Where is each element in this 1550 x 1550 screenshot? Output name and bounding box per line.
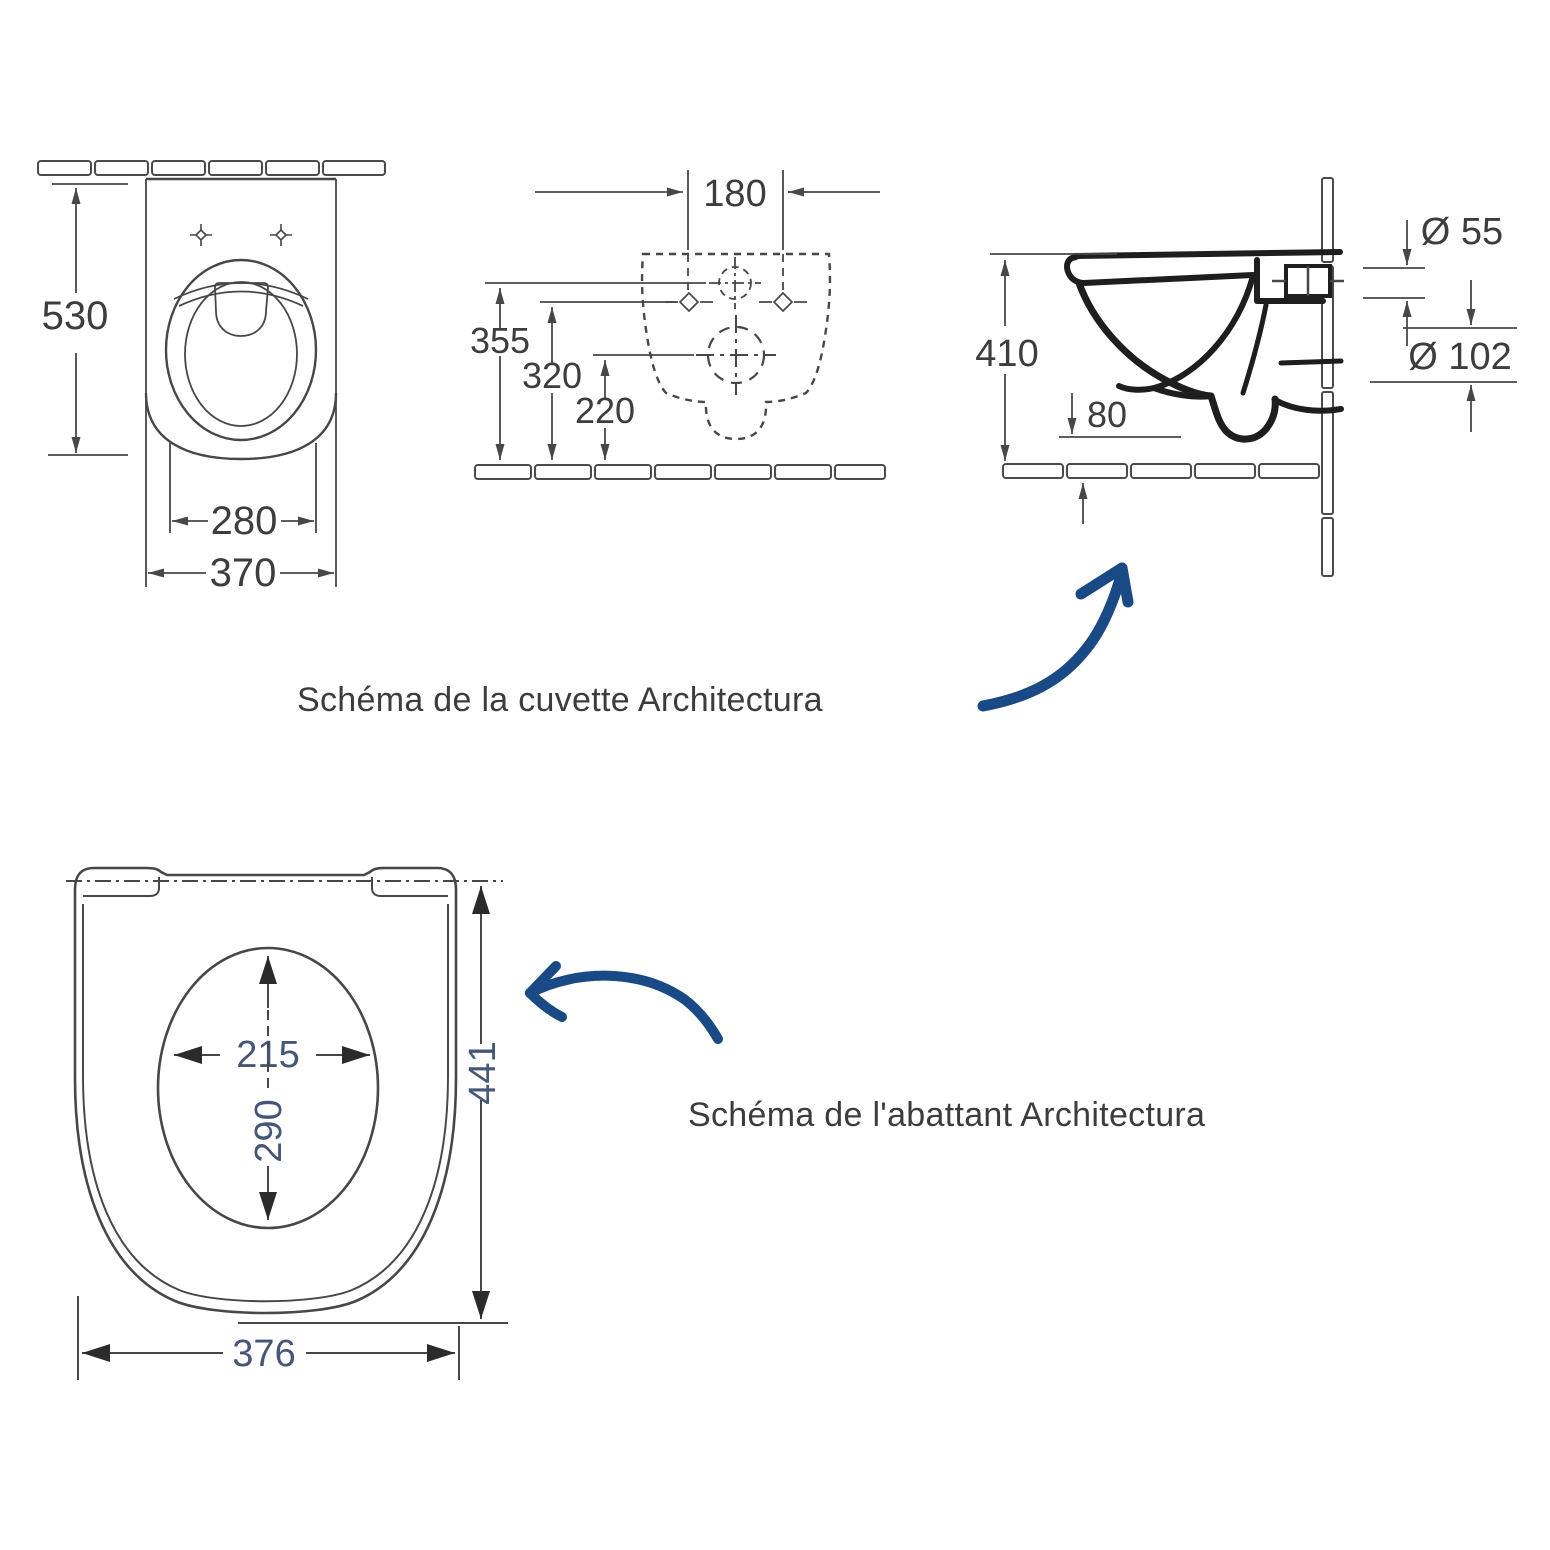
dim-80-label: 80	[1087, 394, 1127, 435]
dimension-530: 530	[42, 183, 128, 456]
dimension-441: 441	[238, 886, 508, 1324]
dimension-220: 220	[575, 354, 694, 460]
caption-cuvette: Schéma de la cuvette Architectura	[297, 681, 823, 719]
water-inlet-cross	[709, 257, 761, 309]
seat-ring	[164, 258, 318, 442]
fixing-hole-crosses	[665, 291, 807, 313]
floor-tiles	[474, 464, 886, 480]
dim-280-label: 280	[211, 499, 278, 543]
dimension-370: 370	[148, 551, 334, 595]
dim-320-label: 320	[522, 355, 582, 396]
seat-view-diagram: 215 290 441 376	[66, 866, 508, 1380]
side-view-diagram: 410 80 Ø 55 Ø 102	[975, 177, 1517, 577]
floor-tiles	[1002, 463, 1320, 479]
dim-220-label: 220	[575, 390, 635, 431]
outlet-cross	[696, 315, 776, 395]
dim-410-label: 410	[975, 333, 1038, 375]
dim-441-label: 441	[462, 1041, 504, 1104]
arrow-to-side-view	[977, 562, 1134, 712]
dim-d102-label: Ø 102	[1408, 336, 1512, 378]
dimension-376: 376	[77, 1296, 460, 1380]
dim-370-label: 370	[210, 551, 277, 595]
dimension-290: 290	[248, 956, 290, 1220]
dim-d55-label: Ø 55	[1421, 211, 1503, 253]
dim-530-label: 530	[42, 294, 109, 338]
dimension-280: 280	[169, 443, 317, 543]
bowl-top-view-diagram: 530 280 370	[37, 160, 386, 595]
dimension-355: 355	[470, 282, 706, 460]
dim-355-label: 355	[470, 320, 530, 361]
dimension-80: 80	[1059, 393, 1181, 524]
seat-opening	[156, 946, 380, 1230]
fixing-template-outline	[640, 252, 832, 441]
wall-tiles	[37, 160, 386, 176]
wall-section	[1321, 177, 1334, 577]
bowl-outline	[144, 177, 338, 587]
seat-outline	[73, 866, 458, 1315]
dimension-320: 320	[522, 301, 676, 460]
dimension-410: 410	[975, 253, 1117, 461]
wall-fixing-view-diagram: 180 355 320	[470, 170, 886, 480]
arrow-to-seat-view	[525, 961, 723, 1044]
curved-arrow-up-icon	[977, 562, 1134, 712]
dimension-outlet-diameter: Ø 102	[1370, 280, 1517, 432]
curved-arrow-left-icon	[525, 961, 723, 1044]
caption-abattant: Schéma de l'abattant Architectura	[688, 1096, 1206, 1134]
dim-180-label: 180	[703, 173, 766, 215]
toilet-side-profile	[1064, 249, 1344, 443]
fixing-cross-markers	[190, 224, 292, 246]
dim-376-label: 376	[232, 1333, 295, 1375]
dimension-180: 180	[535, 170, 880, 290]
dimension-215: 215	[174, 1034, 370, 1076]
dimension-inlet-diameter: Ø 55	[1363, 211, 1503, 346]
dim-290-label: 290	[248, 1099, 290, 1162]
